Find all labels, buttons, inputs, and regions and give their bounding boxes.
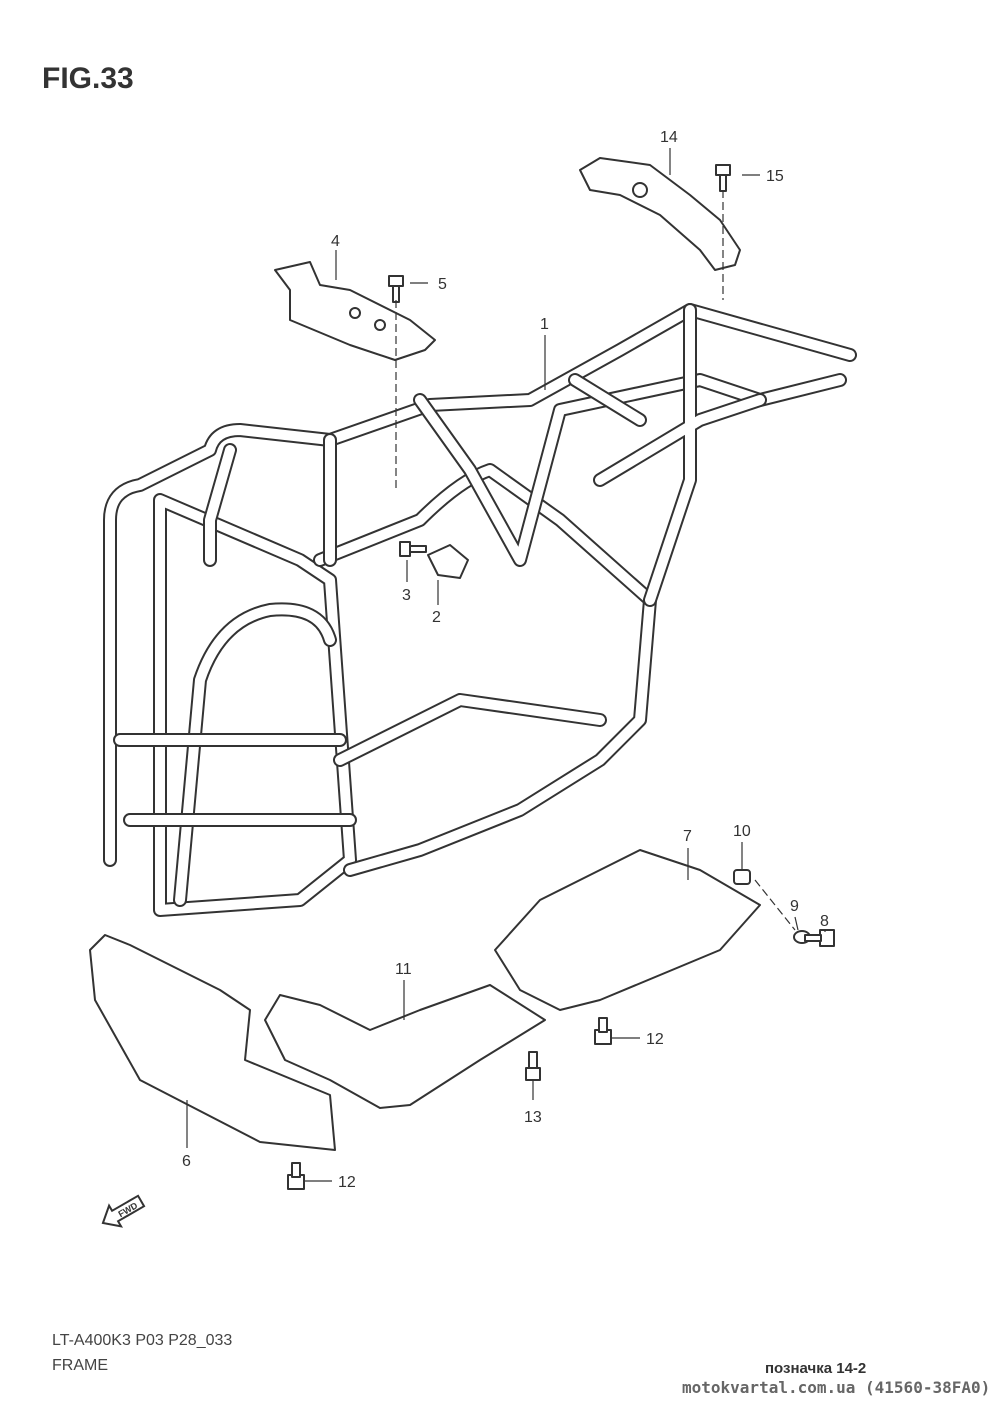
fwd-arrow-icon: FWD: [101, 1194, 146, 1228]
bolt-part-5[interactable]: [388, 275, 404, 303]
callout-6: 6: [182, 1153, 191, 1170]
callout-5: 5: [438, 276, 447, 293]
callout-10: 10: [733, 823, 751, 840]
callout-3: 3: [402, 587, 411, 604]
hole: [374, 319, 386, 331]
callout-9: 9: [790, 898, 799, 915]
callout-4: 4: [331, 233, 340, 250]
callout-12: 12: [338, 1174, 356, 1191]
callout-2: 2: [432, 609, 441, 626]
callout-14: 14: [660, 129, 678, 146]
plate-part-2[interactable]: [427, 544, 469, 579]
bolt-part-15[interactable]: [715, 164, 731, 192]
bolt-part-12b[interactable]: [287, 1162, 305, 1190]
bracket-part-14[interactable]: [579, 157, 741, 271]
site-part-number: motokvartal.com.ua (41560-38FA0): [682, 1378, 991, 1397]
callout-1: 1: [540, 316, 549, 333]
callout-7: 7: [683, 828, 692, 845]
callout-11: 11: [395, 961, 412, 978]
nut-part-10[interactable]: [733, 869, 751, 885]
hole: [349, 307, 361, 319]
bolt-part-3[interactable]: [399, 541, 427, 557]
skid-plate-part-7[interactable]: [494, 849, 761, 1011]
model-code: LT-A400K3 P03 P28_033: [52, 1332, 233, 1349]
bolt-part-12a[interactable]: [594, 1017, 612, 1045]
figure-title: FIG.33: [42, 62, 134, 95]
hole: [632, 182, 648, 198]
section-name: FRAME: [52, 1357, 108, 1374]
callout-12: 12: [646, 1031, 664, 1048]
guard-part-6[interactable]: [89, 934, 336, 1151]
callout-13: 13: [524, 1109, 542, 1126]
marker-label: позначка 14-2: [765, 1360, 867, 1377]
bolt-part-13[interactable]: [525, 1051, 541, 1081]
bolt-part-8[interactable]: [804, 929, 835, 947]
callout-15: 15: [766, 168, 784, 185]
callout-8: 8: [820, 913, 829, 930]
frame-part-1[interactable]: [103, 303, 857, 917]
skid-plate-part-11[interactable]: [264, 984, 546, 1109]
